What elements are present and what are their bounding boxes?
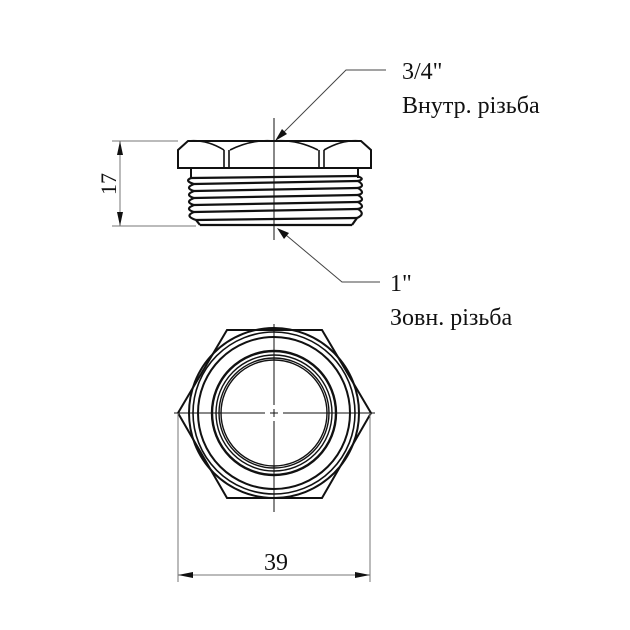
outer-thread-leader (277, 228, 380, 283)
center-cross (174, 324, 375, 512)
height-dimension (112, 140, 196, 227)
top-view (174, 324, 375, 512)
hex-flat-dividers (223, 150, 325, 168)
width-dimension (177, 413, 371, 582)
inner-thread-size: 3/4" (402, 59, 442, 85)
width-dimension-label: 39 (264, 550, 288, 576)
inner-thread-leader (275, 69, 386, 141)
inner-thread-description: Внутр. різьба (402, 93, 540, 119)
outer-thread-description: Зовн. різьба (390, 305, 513, 331)
height-dimension-label: 17 (96, 173, 121, 195)
side-view (177, 118, 372, 240)
thread-profile (187, 174, 364, 227)
outer-thread-size: 1" (390, 271, 412, 297)
